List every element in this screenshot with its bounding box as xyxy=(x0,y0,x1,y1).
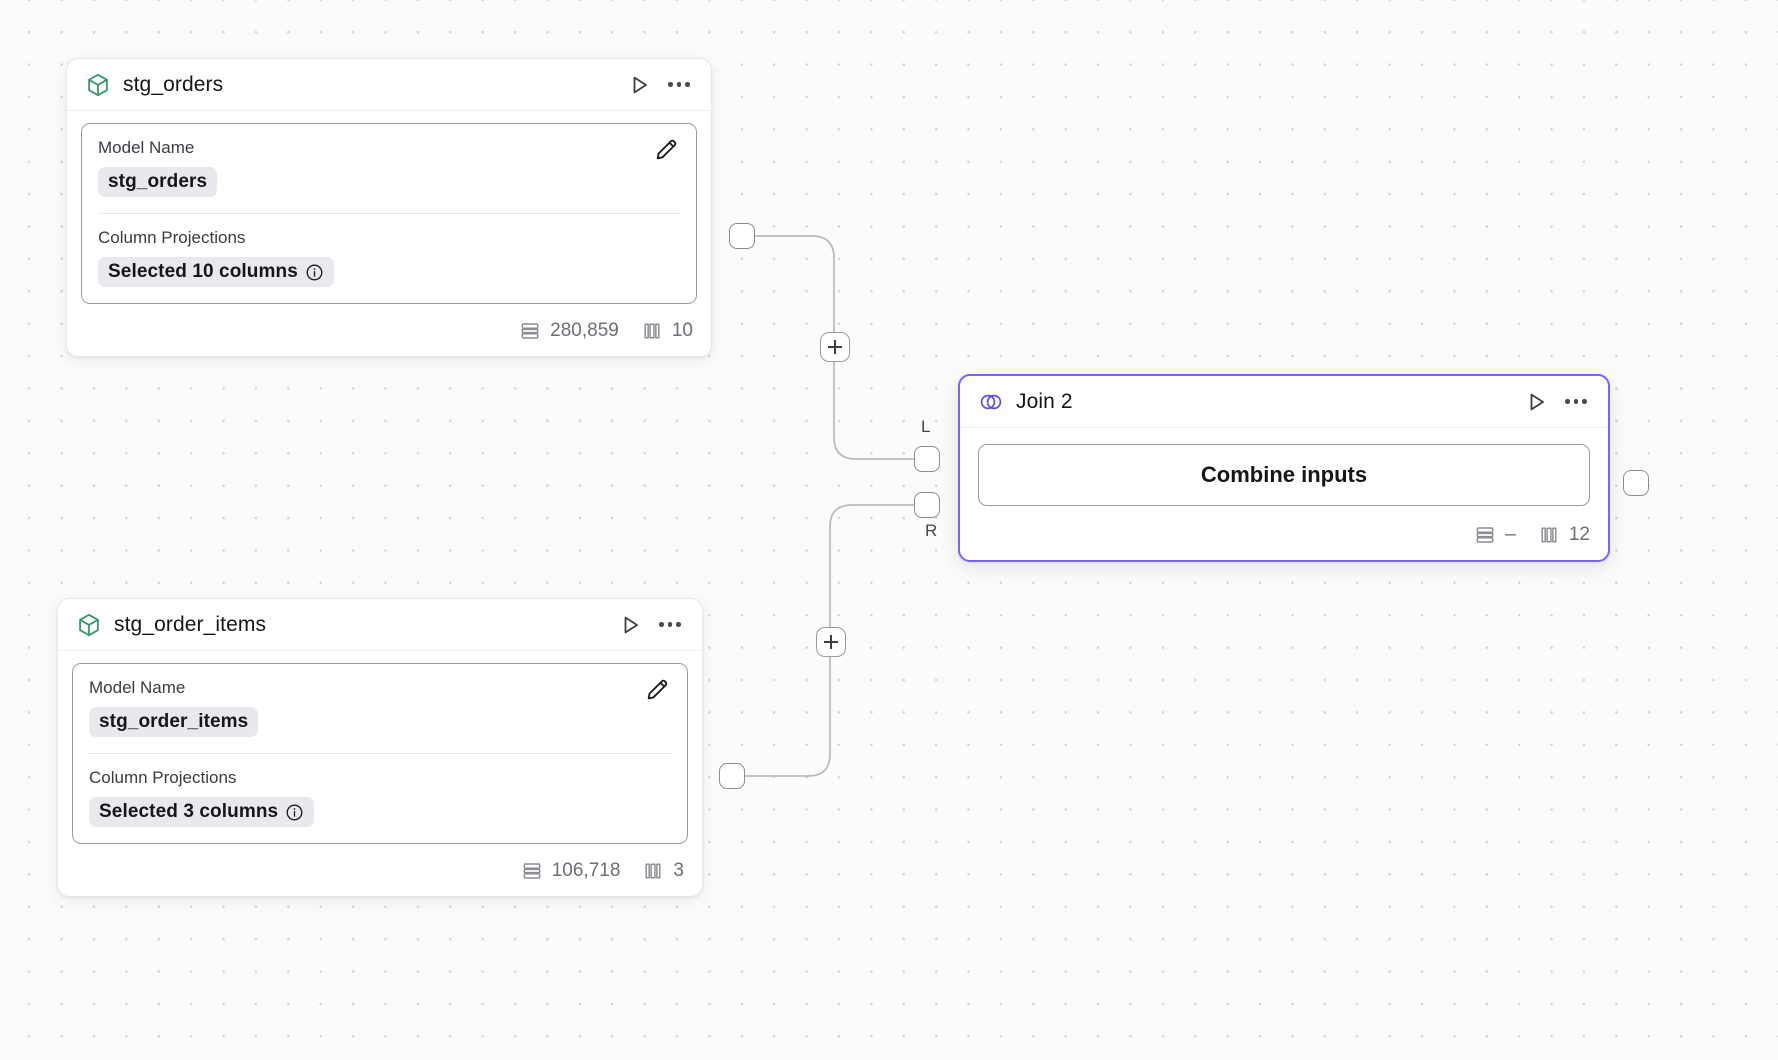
output-port-stg-orders[interactable] xyxy=(729,223,755,249)
columns-icon xyxy=(641,320,663,342)
node-header: stg_orders xyxy=(67,59,711,111)
combine-inputs-button[interactable]: Combine inputs xyxy=(978,444,1590,506)
plus-icon-vertical xyxy=(834,340,836,354)
run-button[interactable] xyxy=(625,71,653,99)
venn-join-icon xyxy=(978,389,1004,415)
model-config-card: Model Name stg_orders Column Projections… xyxy=(81,123,697,304)
cube-icon xyxy=(85,72,111,98)
columns-icon xyxy=(1538,524,1560,546)
more-options-button[interactable] xyxy=(1562,388,1590,416)
model-config-card: Model Name stg_order_items Column Projec… xyxy=(72,663,688,844)
columns-icon xyxy=(642,860,664,882)
column-projections-label: Column Projections xyxy=(98,228,246,247)
column-projections-value[interactable]: Selected 3 columns xyxy=(89,797,315,827)
node-footer: – 12 xyxy=(960,514,1608,560)
column-projections-row: Column Projections Selected 10 columns xyxy=(98,228,680,287)
node-stg-order-items[interactable]: stg_order_items Model Name stg_order_ite… xyxy=(57,598,703,897)
pencil-icon[interactable] xyxy=(654,136,680,162)
node-footer: 106,718 3 xyxy=(58,850,702,896)
model-name-label: Model Name xyxy=(89,678,186,697)
node-title: stg_order_items xyxy=(114,612,267,636)
output-port-join-2[interactable] xyxy=(1623,470,1649,496)
pencil-icon[interactable] xyxy=(645,676,671,702)
ellipsis-icon xyxy=(1565,399,1587,404)
node-title: Join 2 xyxy=(1016,389,1073,413)
chip-text: Selected 10 columns xyxy=(108,261,298,282)
add-node-on-edge-button-bottom[interactable] xyxy=(816,627,846,657)
node-body: Model Name stg_orders Column Projections… xyxy=(67,111,711,310)
cube-icon xyxy=(76,612,102,638)
column-projections-row: Column Projections Selected 3 columns xyxy=(89,768,671,827)
row-count-value: 106,718 xyxy=(551,860,621,881)
ellipsis-icon xyxy=(659,622,681,627)
node-body: Model Name stg_order_items Column Projec… xyxy=(58,651,702,850)
node-title: stg_orders xyxy=(123,72,224,96)
input-port-right-join-2[interactable] xyxy=(914,492,940,518)
add-node-on-edge-button-top[interactable] xyxy=(820,332,850,362)
model-name-row: Model Name stg_orders xyxy=(98,138,680,197)
info-icon[interactable] xyxy=(305,263,324,282)
field-divider xyxy=(89,753,671,754)
info-icon[interactable] xyxy=(285,803,304,822)
column-count-stat: 10 xyxy=(641,320,693,342)
column-count-value: 12 xyxy=(1568,524,1590,545)
model-name-value[interactable]: stg_orders xyxy=(98,167,218,197)
ellipsis-icon xyxy=(668,82,690,87)
row-count-value: – xyxy=(1505,524,1516,545)
run-button[interactable] xyxy=(1522,388,1550,416)
column-projections-label: Column Projections xyxy=(89,768,237,787)
node-join-2[interactable]: Join 2 Combine inputs xyxy=(958,374,1610,562)
input-port-left-join-2[interactable] xyxy=(914,446,940,472)
more-options-button[interactable] xyxy=(665,71,693,99)
input-port-label-left: L xyxy=(921,417,931,436)
column-count-stat: 3 xyxy=(642,860,684,882)
model-name-row: Model Name stg_order_items xyxy=(89,678,671,737)
run-button[interactable] xyxy=(616,611,644,639)
column-count-value: 3 xyxy=(673,860,684,881)
model-name-value[interactable]: stg_order_items xyxy=(89,707,259,737)
column-projections-value[interactable]: Selected 10 columns xyxy=(98,257,334,287)
output-port-stg-order-items[interactable] xyxy=(719,763,745,789)
column-count-value: 10 xyxy=(671,320,693,341)
node-header: stg_order_items xyxy=(58,599,702,651)
field-divider xyxy=(98,213,680,214)
row-count-stat: – xyxy=(1474,524,1516,546)
column-count-stat: 12 xyxy=(1538,524,1590,546)
rows-icon xyxy=(1474,524,1496,546)
row-count-value: 280,859 xyxy=(550,320,619,341)
node-header: Join 2 xyxy=(960,376,1608,428)
more-options-button[interactable] xyxy=(656,611,684,639)
chip-text: Selected 3 columns xyxy=(99,801,279,822)
plus-icon-vertical xyxy=(830,635,832,649)
node-footer: 280,859 10 xyxy=(67,310,711,356)
node-stg-orders[interactable]: stg_orders Model Name stg_orders xyxy=(66,58,712,357)
row-count-stat: 280,859 xyxy=(519,320,619,342)
model-name-label: Model Name xyxy=(98,138,195,157)
node-body: Combine inputs xyxy=(960,428,1608,514)
input-port-label-right: R xyxy=(925,521,938,540)
rows-icon xyxy=(519,320,541,342)
rows-icon xyxy=(521,860,543,882)
row-count-stat: 106,718 xyxy=(521,860,621,882)
